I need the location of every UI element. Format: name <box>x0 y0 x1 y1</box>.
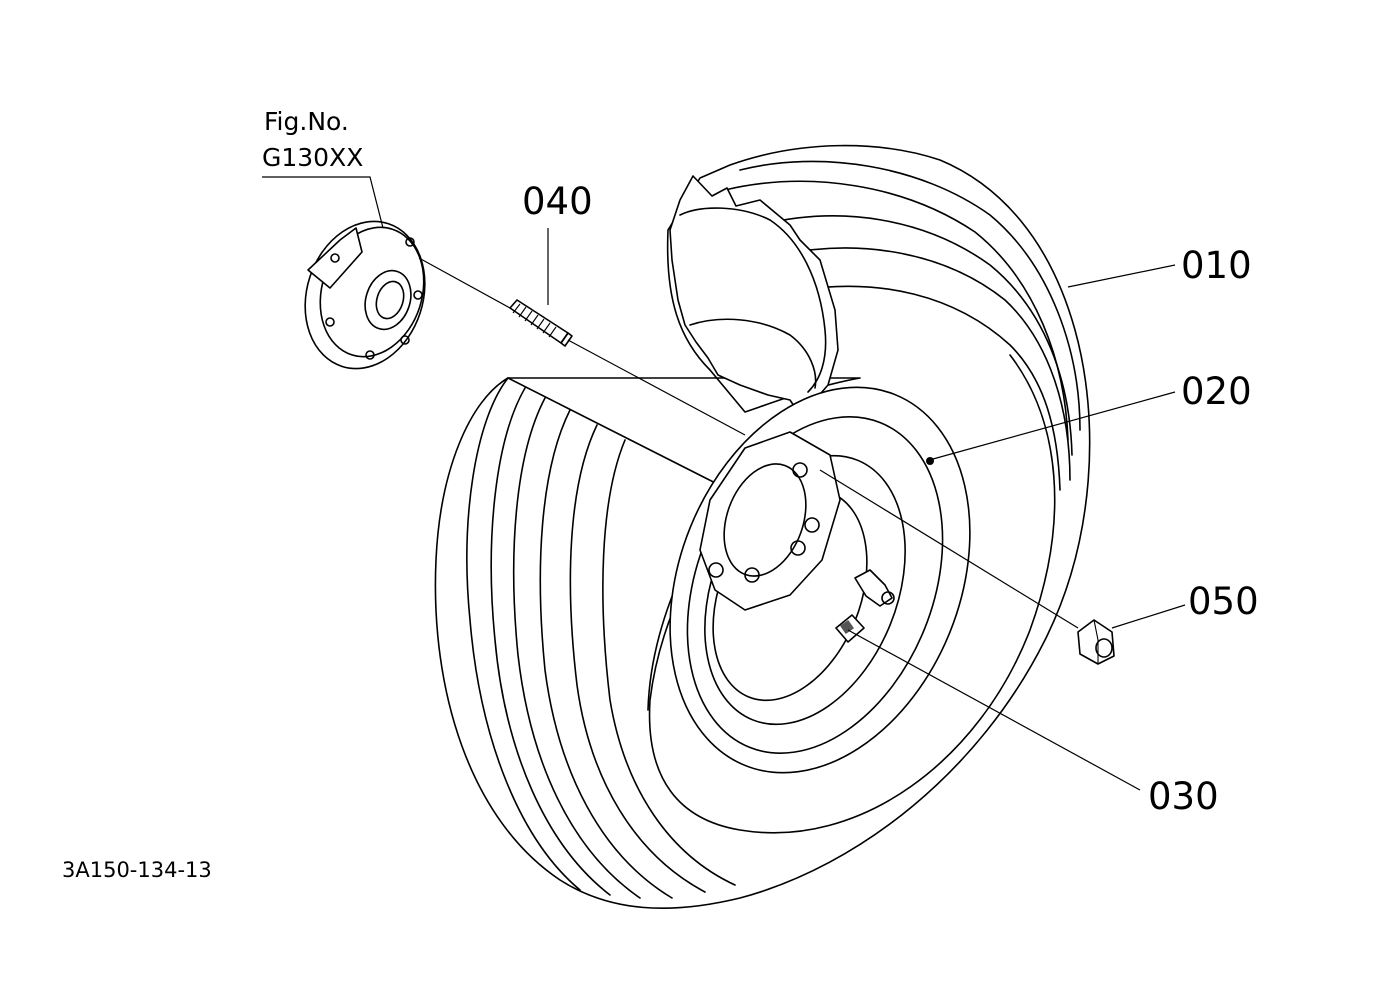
hub-drawing <box>304 220 426 370</box>
valve-drawing <box>835 569 895 643</box>
nut-drawing <box>1077 619 1115 665</box>
callout-030: 030 <box>1148 775 1219 818</box>
callout-040: 040 <box>522 180 593 223</box>
callout-020: 020 <box>1181 370 1252 413</box>
drawing-code: 3A150-134-13 <box>62 858 212 882</box>
fig-no-value: G130XX <box>262 143 363 172</box>
stud-drawing <box>509 299 573 347</box>
callout-010: 010 <box>1181 244 1252 287</box>
leader-lines <box>262 176 1186 791</box>
rim-drawing <box>669 386 971 774</box>
fig-no-label: Fig.No. <box>264 107 349 136</box>
callout-050: 050 <box>1188 580 1259 623</box>
rim-mark-dot <box>926 457 934 465</box>
